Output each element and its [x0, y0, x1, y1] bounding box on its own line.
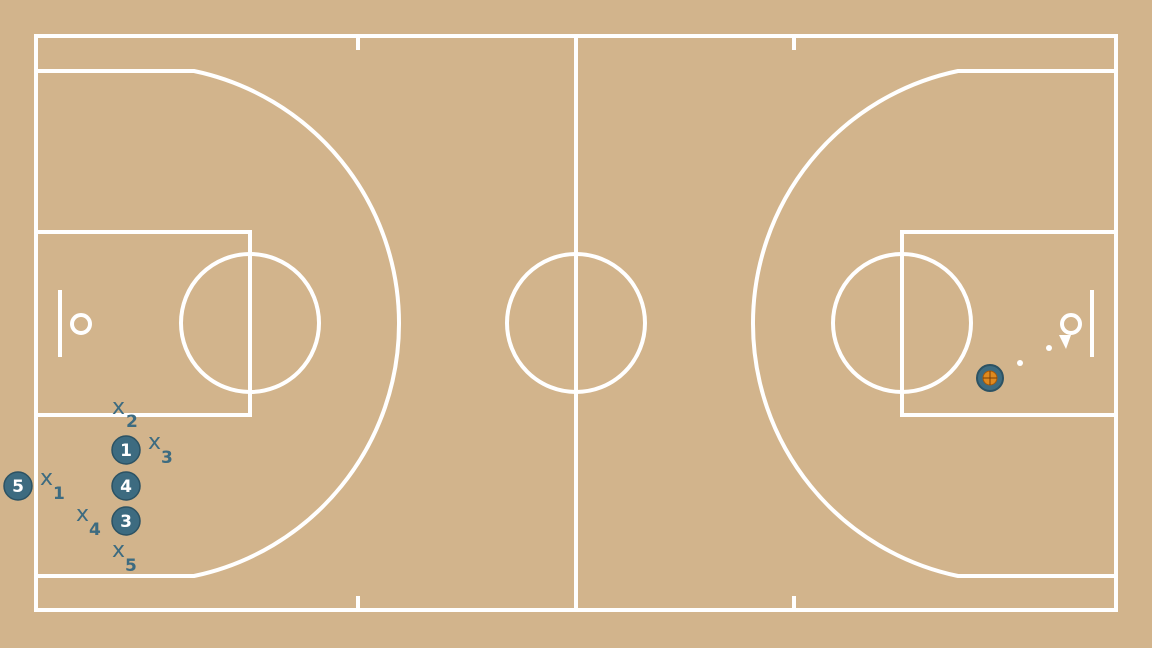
right-half [751, 69, 1118, 578]
svg-text:x: x [112, 395, 125, 420]
player-1[interactable]: 1 [111, 435, 141, 465]
defender-3[interactable]: x 3 [148, 430, 173, 468]
center-circle [505, 252, 647, 394]
path-dot [1046, 345, 1052, 351]
defense: x 2 x 3 x 1 x 4 x 5 [40, 395, 173, 576]
free-throw-circle-right [831, 252, 973, 394]
defender-2[interactable]: x 2 [112, 395, 138, 432]
defender-5[interactable]: x 5 [112, 538, 137, 576]
paint-right [900, 230, 1118, 417]
hoop-left [70, 313, 92, 335]
ball-handler [976, 364, 1004, 392]
svg-text:5: 5 [125, 556, 137, 576]
defender-1[interactable]: x 1 [40, 466, 65, 504]
basketball-icon [982, 370, 998, 386]
player-5[interactable]: 5 [3, 471, 33, 501]
svg-text:3: 3 [120, 512, 132, 532]
player-4[interactable]: 4 [111, 471, 141, 501]
three-point-line-right [751, 69, 1116, 578]
arrow-head-icon [1059, 335, 1071, 349]
offense: 1 4 3 5 [3, 435, 141, 536]
svg-text:3: 3 [161, 448, 173, 468]
three-point-line-left [36, 69, 401, 578]
svg-text:1: 1 [53, 484, 65, 504]
svg-text:5: 5 [12, 477, 24, 497]
ball-path [1017, 335, 1071, 366]
svg-text:x: x [148, 430, 161, 455]
defender-4[interactable]: x 4 [76, 502, 101, 540]
svg-text:x: x [112, 538, 125, 563]
svg-text:x: x [40, 466, 53, 491]
svg-text:1: 1 [120, 441, 132, 461]
paint-left [34, 230, 252, 417]
svg-text:4: 4 [89, 520, 101, 540]
svg-text:x: x [76, 502, 89, 527]
path-dot [1017, 360, 1023, 366]
free-throw-circle-left [179, 252, 321, 394]
svg-text:4: 4 [120, 477, 132, 497]
hoop-right [1060, 313, 1082, 335]
left-half [34, 69, 401, 578]
svg-text:2: 2 [126, 412, 138, 432]
player-3[interactable]: 3 [111, 506, 141, 536]
